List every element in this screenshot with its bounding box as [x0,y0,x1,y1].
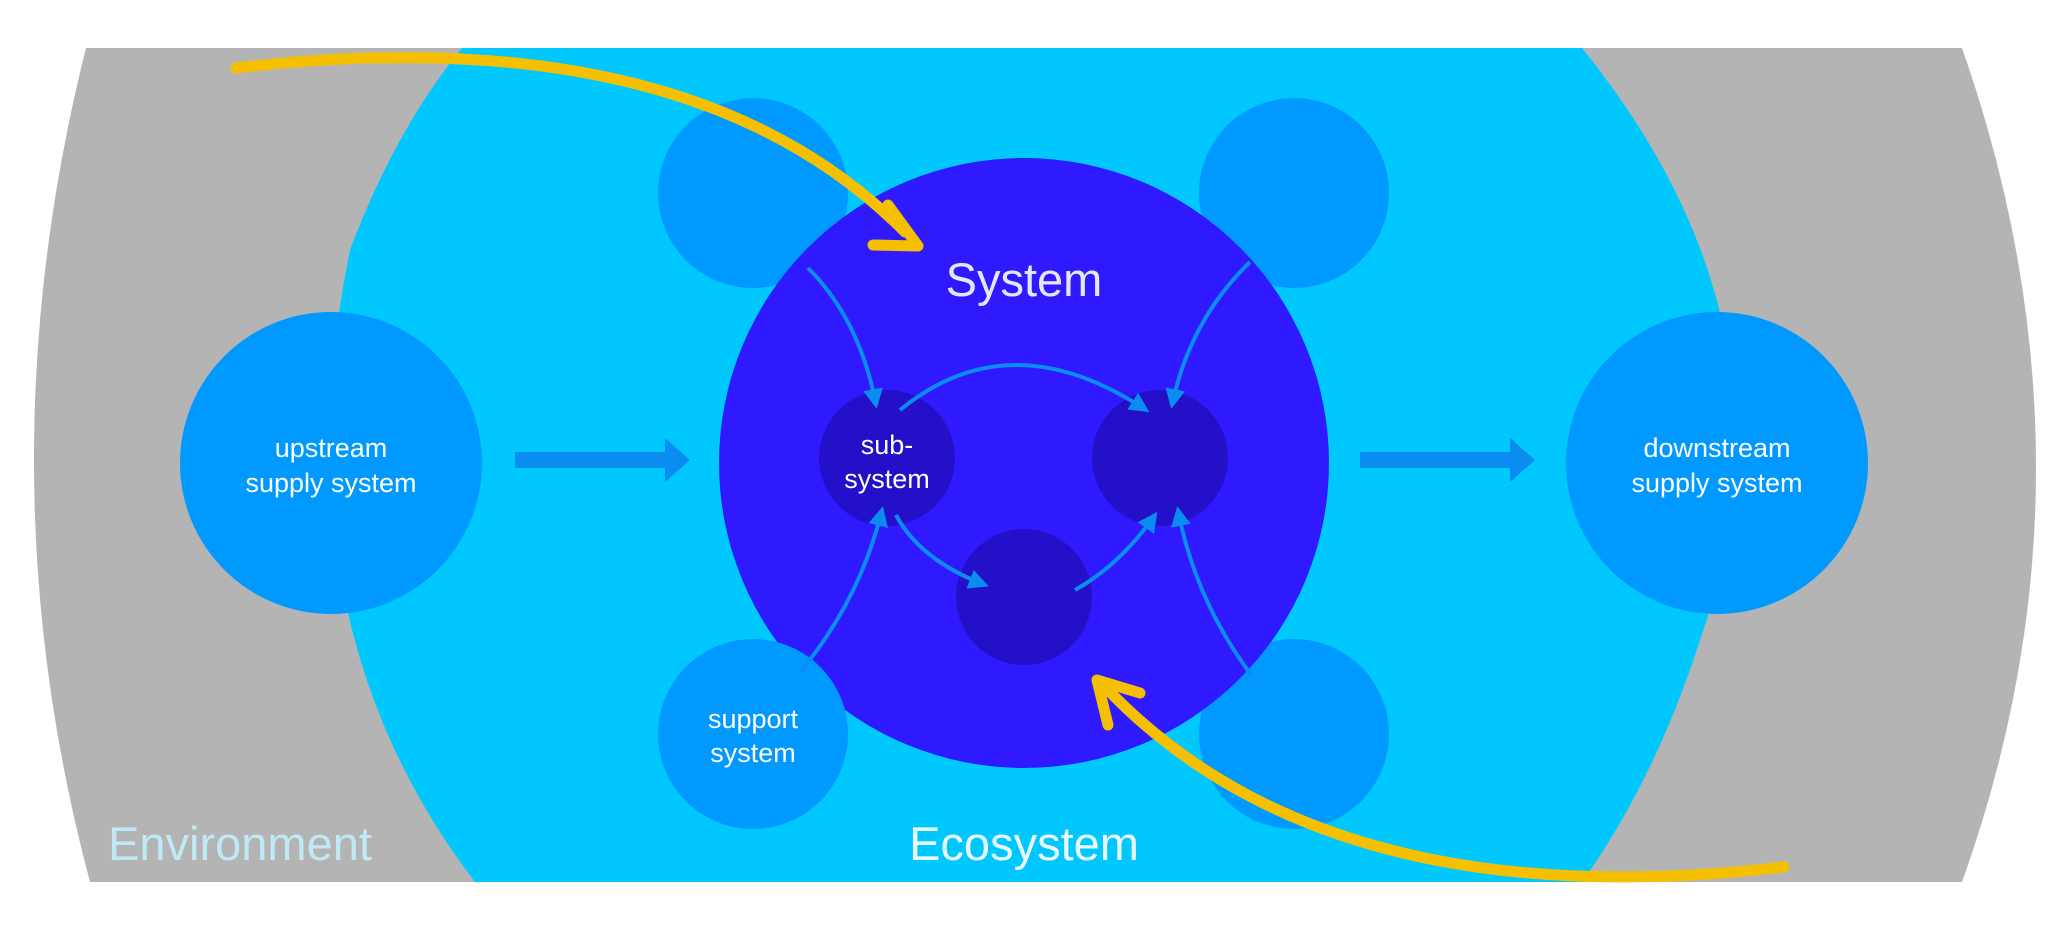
subsystem-label-line2: system [844,464,930,494]
support-system [658,639,848,829]
downstream-label-line1: downstream [1643,433,1790,463]
ecosystem-label: Ecosystem [909,817,1139,870]
arrow-bottom-subsystem-to-right-subsystem [1074,511,1158,592]
flow-arrow-downstream [1360,438,1535,482]
subsystem-bottom [956,529,1092,665]
feedback-arrow-outgoing [1091,674,1790,883]
arrow-topleft-to-subsystem [806,266,883,409]
arrow-subsystem-to-bottom-subsystem [894,514,989,589]
feedback-arrow-incoming [230,52,924,252]
subsystem-label-line1: sub- [861,430,914,460]
arrow-support-to-subsystem [798,506,888,674]
downstream-supply-system [1566,312,1868,614]
flow-arrow-upstream [515,438,690,482]
upstream-label-line2: supply system [245,468,416,498]
satellite-system-top-right [1199,98,1389,288]
system-label: System [946,253,1103,306]
satellite-system-bottom-right [1199,639,1389,829]
upstream-supply-system [180,312,482,614]
environment-label: Environment [108,817,372,870]
arrow-bottomright-to-right-subsystem [1171,506,1254,678]
arrow-topright-to-right-subsystem [1165,260,1252,409]
arrow-subsystem-to-right-subsystem [898,363,1150,413]
support-label-line1: support [708,704,799,734]
upstream-label-line1: upstream [275,433,388,463]
subsystem-right [1092,390,1228,526]
system-circle [719,158,1329,768]
subsystem-left [819,390,955,526]
internal-arrows [798,260,1254,678]
downstream-label-line2: supply system [1631,468,1802,498]
support-label-line2: system [710,738,796,768]
